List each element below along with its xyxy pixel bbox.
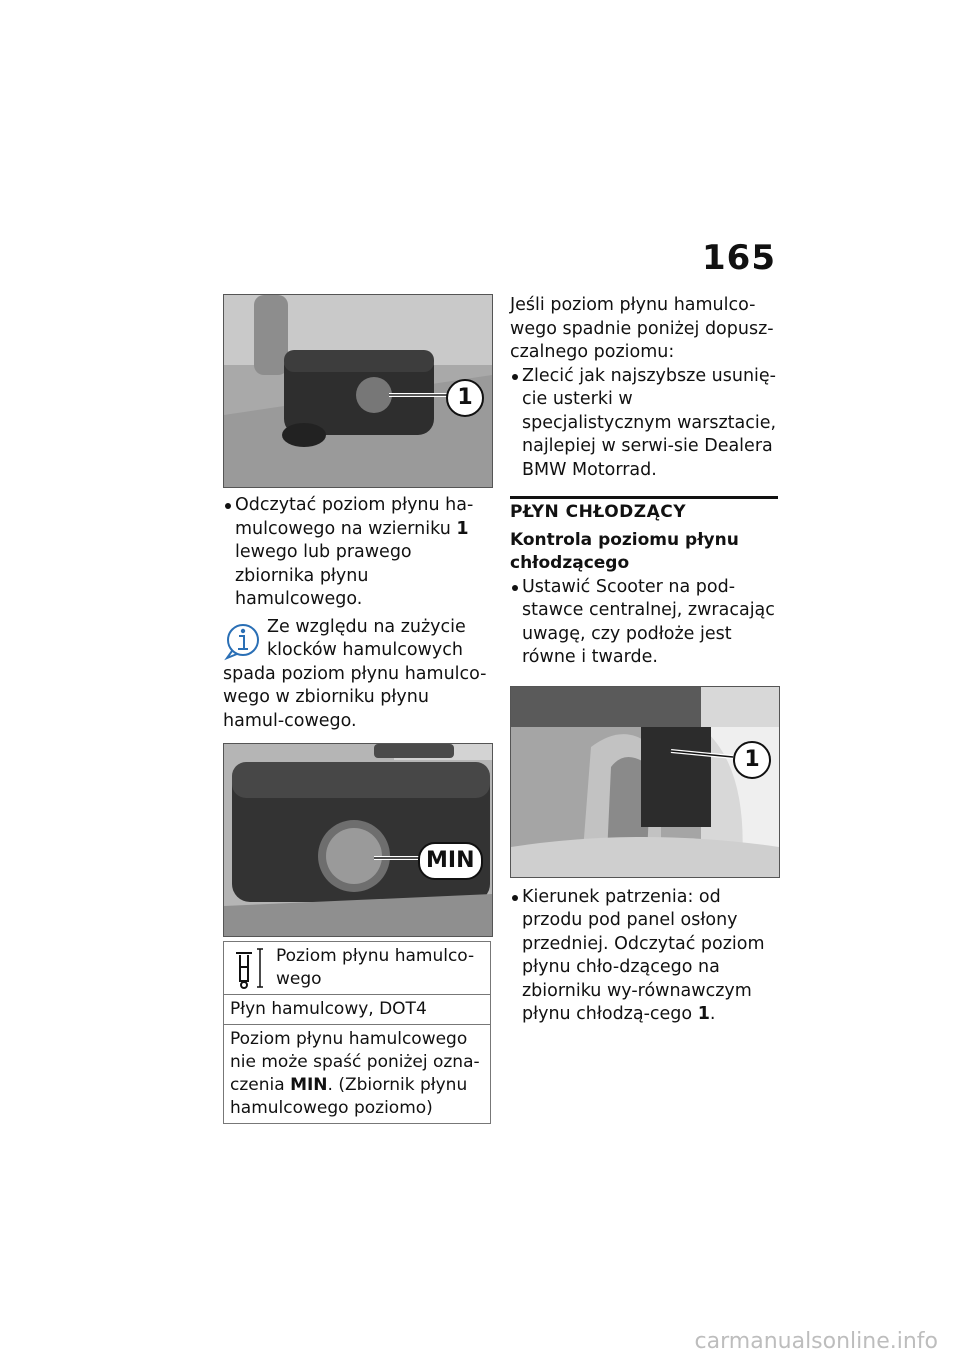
bullet-read-brake-level: Odczytać poziom płynu ha-mulcowego na wz…	[223, 494, 491, 612]
brake-reservoir-photo: 1	[223, 294, 493, 488]
left-column: 1 Odczytać poziom płynu ha-mulcowego na …	[223, 294, 493, 1124]
brake-min-photo: MIN	[223, 743, 493, 937]
bullet-stand: Ustawić Scooter na pod-stawce centralnej…	[510, 576, 778, 670]
bullet-viewing-direction: Kierunek patrzenia: od przodu pod panel …	[510, 886, 778, 1027]
table-row: Płyn hamulcowy, DOT4	[224, 994, 490, 1024]
min-label: MIN	[418, 842, 483, 880]
page-number: 165	[702, 238, 776, 278]
table-header: Poziom płynu hamulco-wego	[224, 942, 490, 994]
table-row: Poziom płynu hamulcowego nie może spaść …	[224, 1024, 490, 1123]
info-text: Ze względu na zużycie klocków hamulcowyc…	[223, 616, 487, 731]
section-divider: PŁYN CHŁODZĄCY	[510, 496, 778, 525]
fluid-level-icon	[236, 948, 263, 989]
spec-table: Poziom płynu hamulco-wego Płyn hamulcowy…	[223, 941, 491, 1124]
info-icon	[224, 623, 259, 660]
right-column: Jeśli poziom płynu hamulco-wego spadnie …	[510, 294, 780, 1027]
coolant-photo: 1	[510, 685, 780, 878]
intro-text: Jeśli poziom płynu hamulco-wego spadnie …	[510, 295, 774, 362]
section-title: PŁYN CHŁODZĄCY	[510, 502, 687, 522]
callout-1: 1	[446, 379, 484, 417]
watermark: carmanualsonline.info	[694, 1329, 938, 1354]
info-note: Ze względu na zużycie klocków hamulcowyc…	[223, 616, 491, 734]
bullet-service: Zlecić jak najszybsze usunię-cie usterki…	[510, 365, 778, 483]
callout-1: 1	[733, 740, 771, 779]
table-header-text: Poziom płynu hamulco-wego	[276, 946, 475, 989]
sub-title: Kontrola poziomu płynu chłodzącego	[510, 529, 739, 574]
